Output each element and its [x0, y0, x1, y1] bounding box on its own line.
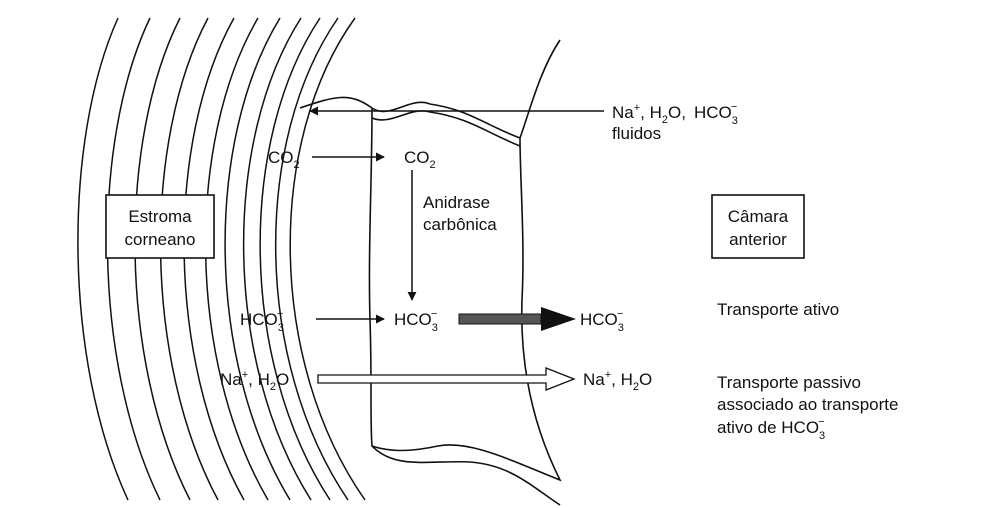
stroma-lamella	[106, 17, 161, 501]
passive-transport-line2: associado ao transporte	[717, 395, 898, 414]
chamber-box: Câmara anterior	[711, 194, 805, 259]
hco3-chamber-label: HCO3−	[580, 308, 624, 334]
stroma-lamella	[274, 17, 349, 501]
hco3-stroma-label: HCO3−	[240, 308, 284, 334]
na-h2o-chamber-label: Na+, H2O	[583, 369, 652, 393]
na-h2o-stroma-label: Na+, H2O	[220, 369, 289, 393]
stroma-lamella	[77, 17, 129, 501]
cell-right-membrane	[519, 39, 561, 139]
passive-transport-line3: ativo de HCO3−	[717, 416, 825, 442]
enzyme-label-line2: carbônica	[423, 215, 497, 234]
fluid-influx-label: Na+, H2O,HCO3− fluidos	[612, 101, 738, 143]
chamber-label-line1: Câmara	[728, 207, 789, 226]
passive-transport-line1: Transporte passivo	[717, 373, 861, 392]
co2-cell-label: CO2	[404, 148, 436, 171]
fluids-text: fluidos	[612, 124, 661, 143]
stroma-lamella	[204, 17, 269, 501]
cell-bottom-membrane	[371, 445, 561, 506]
stroma-lamella	[134, 17, 191, 501]
stroma-lamella	[259, 17, 331, 501]
endothelial-cell-outline	[299, 39, 562, 506]
passive-transport-arrow	[317, 367, 576, 391]
stroma-lamella	[289, 17, 366, 501]
cell-left-membrane	[299, 96, 562, 482]
stroma-label-line1: Estroma	[128, 207, 192, 226]
co2-stroma-label: CO2	[268, 148, 300, 171]
cell-top-membrane	[371, 110, 521, 147]
stroma-box: Estroma corneano	[105, 194, 215, 259]
stroma-lamella	[242, 17, 312, 501]
enzyme-label-line1: Anidrase	[423, 193, 490, 212]
stroma-lamellae	[77, 17, 366, 501]
chamber-label-line2: anterior	[729, 230, 787, 249]
stroma-lamella	[159, 17, 219, 501]
active-transport-arrow	[458, 307, 576, 331]
stroma-lamella	[224, 17, 291, 501]
stroma-label-line2: corneano	[125, 230, 196, 249]
active-transport-label: Transporte ativo	[717, 300, 839, 319]
hco3-cell-label: HCO3−	[394, 308, 438, 334]
fluid-ions-text: Na+, H2O,HCO3−	[612, 101, 738, 127]
